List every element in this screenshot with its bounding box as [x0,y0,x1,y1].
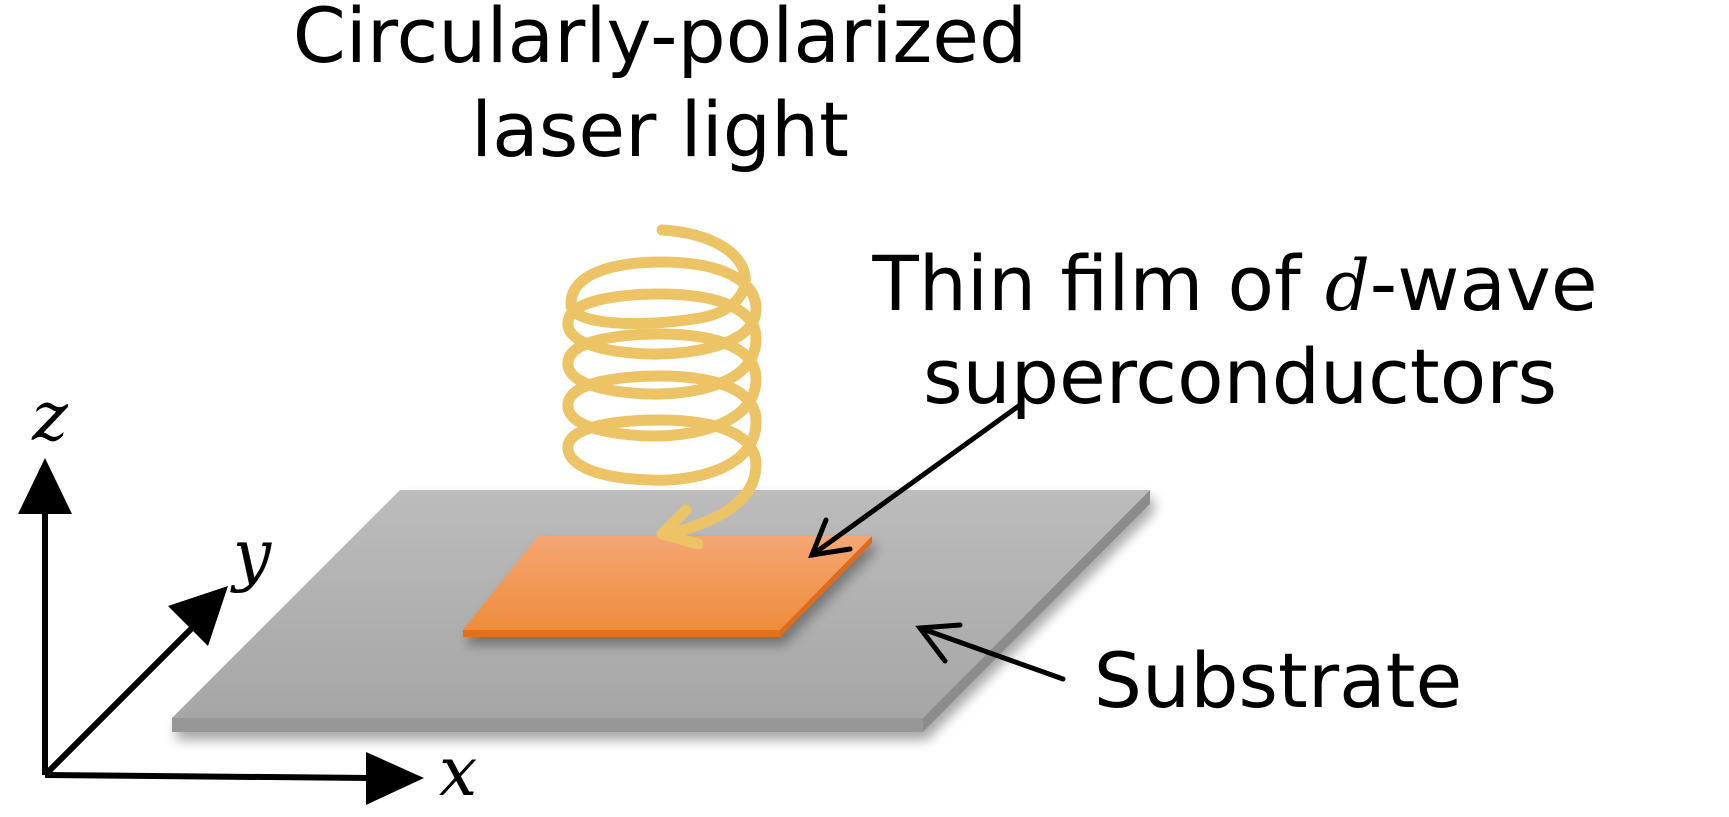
helix-coil-4 [562,370,762,442]
film-right-edge [780,536,872,637]
film-pointer-arrow [808,402,1023,559]
film-front-edge [463,630,780,637]
coordinate-axes: z y x [18,378,477,812]
helix-coil-3 [562,328,762,400]
film-label-line-2: superconductors [923,332,1557,421]
y-axis-shaft [42,619,201,778]
thin-film [463,536,872,637]
film-top-face [463,536,872,630]
y-axis-arrowhead [168,586,228,646]
helix-coil-2 [562,288,762,360]
substrate-pointer-arrow [915,622,1066,682]
z-axis-label: z [31,378,69,457]
z-axis-arrowhead [18,458,72,514]
substrate-label: Substrate [1094,636,1462,725]
title-line-1: Circularly-polarized [293,0,1028,80]
film-label-line-1: Thin film of d-wave [871,239,1597,328]
film-label-symbol: d [1325,245,1370,327]
substrate-front-edge [172,718,923,732]
film-label-suffix: -wave [1370,239,1598,328]
x-axis-shaft [44,772,371,781]
substrate-right-edge [923,490,1150,732]
y-axis-label: y [230,516,273,595]
title-line-2: laser light [471,85,849,174]
x-axis-label: x [439,733,477,812]
laser-helix [562,224,762,550]
helix-arrowhead [656,504,704,550]
x-axis-arrowhead [366,752,424,805]
helix-coil-5 [562,414,762,538]
film-label-prefix: Thin film of [871,239,1325,328]
